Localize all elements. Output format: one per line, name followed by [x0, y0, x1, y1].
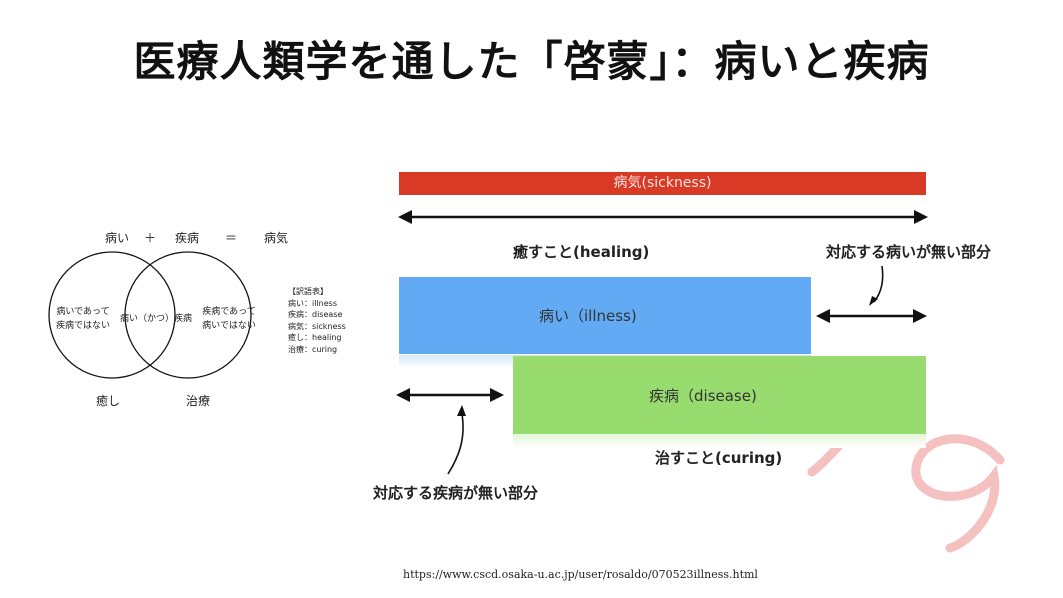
- no-illness-pointer-head: [869, 296, 878, 306]
- glossary-line-disease: 疾病：disease: [288, 310, 343, 319]
- glossary-line-illness: 病い：illness: [288, 298, 337, 308]
- venn-circles: [48, 251, 252, 379]
- no-disease-arrow: [396, 388, 504, 402]
- no-disease-pointer-head: [457, 405, 466, 416]
- venn-eq-disease: 疾病: [175, 231, 200, 245]
- venn-eq-illness: 病い: [105, 231, 130, 245]
- illness-bar-label: 病い（illness): [539, 307, 637, 325]
- venn-circle-illness: [48, 251, 176, 379]
- no-illness-pointer-curve: [873, 265, 884, 303]
- venn-right-line1: 疾病であって: [202, 307, 256, 317]
- venn-center-text: 病い（かつ）疾病: [119, 314, 192, 324]
- disease-bar-reflection: [513, 434, 926, 448]
- curing-label: 治すこと(curing): [655, 449, 783, 467]
- venn-eq-sickness: 病気: [264, 231, 289, 245]
- watermark-stroke-nine: [911, 434, 1005, 553]
- sickness-bar-label: 病気(sickness): [613, 175, 712, 191]
- healing-label: 癒すこと(healing): [513, 243, 650, 261]
- venn-healing-label: 癒し: [96, 394, 121, 408]
- glossary-heading: 【訳語表】: [288, 287, 328, 296]
- glossary-line-curing: 治療：curing: [288, 344, 338, 354]
- venn-curing-label: 治療: [186, 394, 211, 408]
- no-disease-label: 対応する疾病が無い部分: [373, 484, 539, 502]
- disease-bar-label: 疾病（disease): [649, 387, 757, 405]
- venn-left-line2: 疾病ではない: [55, 321, 110, 331]
- venn-eq-plus: ＋: [144, 231, 157, 245]
- sickness-bar: 病気(sickness): [399, 172, 926, 195]
- no-disease-pointer-curve: [447, 413, 464, 475]
- glossary-line-healing: 癒し：healing: [288, 333, 342, 342]
- venn-left-line1: 病いであって: [56, 307, 110, 317]
- illness-bar: 病い（illness): [399, 277, 811, 354]
- sickness-span-head-right: [914, 210, 928, 224]
- sickness-span-head-left: [398, 210, 412, 224]
- disease-bar: 疾病（disease): [513, 356, 926, 434]
- no-disease-arrow-head-right: [490, 388, 504, 402]
- no-illness-arrow: [816, 309, 927, 323]
- no-illness-pointer: [869, 265, 884, 306]
- glossary-line-sickness: 病気：sickness: [288, 321, 346, 331]
- no-disease-arrow-head-left: [396, 388, 410, 402]
- slide-title: 医療人類学を通した「啓蒙」：病いと疾病: [133, 37, 930, 86]
- venn-right-text: 疾病であって 病いではない: [198, 305, 260, 333]
- venn-circle-disease: [124, 251, 252, 379]
- no-illness-label: 対応する病いが無い部分: [826, 243, 992, 261]
- venn-right-line2: 病いではない: [202, 321, 256, 331]
- venn-left-text: 病いであって 疾病ではない: [52, 305, 114, 333]
- no-illness-arrow-head-left: [816, 309, 830, 323]
- venn-eq-equals: ＝: [225, 231, 238, 245]
- source-url[interactable]: https://www.cscd.osaka-u.ac.jp/user/rosa…: [403, 568, 758, 581]
- glossary: 【訳語表】 病い：illness 疾病：disease 病気：sickness …: [288, 286, 346, 355]
- no-disease-pointer: [447, 405, 466, 475]
- no-illness-arrow-head-right: [913, 309, 927, 323]
- sickness-span-arrow: [398, 210, 928, 224]
